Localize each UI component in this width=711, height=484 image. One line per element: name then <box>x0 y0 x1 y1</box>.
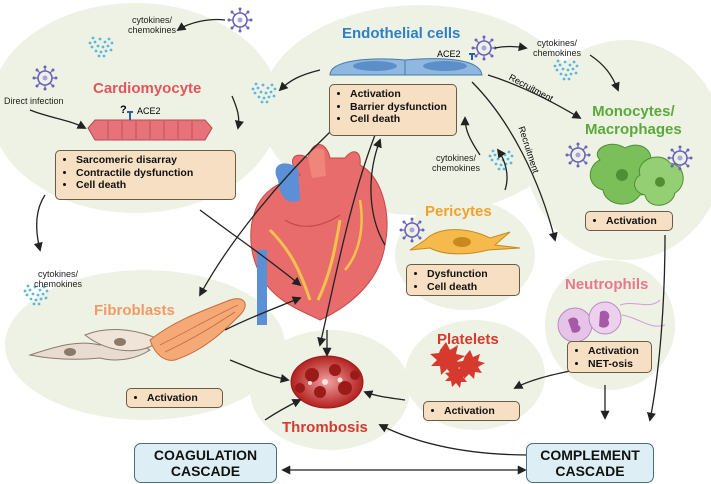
direct-infection-label: Direct infection <box>4 96 64 106</box>
pericytes-effect-list: DysfunctionCell death <box>407 265 519 296</box>
cardiomyocyte-effect-list: Sarcomeric disarrayContractile dysfuncti… <box>56 151 235 195</box>
heart-illustration <box>250 144 388 325</box>
endothelial-ace2-label: ACE2 <box>437 49 461 59</box>
endothelial-effect: Cell death <box>350 113 452 126</box>
virus-icon-monocytes <box>564 141 592 169</box>
complement-line1: COMPLEMENT <box>540 447 640 463</box>
cytokines-label-top-line2: chemokines <box>128 25 177 35</box>
virus-icon-macrophages <box>666 144 694 172</box>
fibroblasts-effect: Activation <box>147 392 218 405</box>
cytokines-label-pericytes-line1: cytokines/ <box>436 153 477 163</box>
monocytes-effects-box: Activation <box>585 211 673 231</box>
coagulation-line1: COAGULATION <box>153 447 258 463</box>
virus-icon-top <box>226 6 254 34</box>
fibroblasts-title: Fibroblasts <box>94 302 175 319</box>
platelets-effect-list: Activation <box>424 402 519 421</box>
cytokines-label-top: cytokines/ chemokines <box>128 15 176 35</box>
pericytes-effects-box: DysfunctionCell death <box>406 264 520 296</box>
cardiomyocyte-effect: Cell death <box>76 179 231 192</box>
pericytes-effect: Dysfunction <box>427 268 515 281</box>
monocytes-title: Monocytes/ Macrophages <box>585 103 682 139</box>
cardiomyocyte-title: Cardiomyocyte <box>93 80 202 97</box>
arrows <box>29 18 666 456</box>
cytokines-label-right-line2: chemokines <box>533 48 582 58</box>
platelets-effect: Activation <box>444 405 515 418</box>
cardiomyocyte-effect: Sarcomeric disarray <box>76 154 231 167</box>
monocytes-effect-list: Activation <box>586 212 672 231</box>
cardiomyocyte-question-mark: ? <box>120 104 127 116</box>
cytokines-label-top-line1: cytokines/ <box>132 15 173 25</box>
endothelial-effect-list: ActivationBarrier dysfunctionCell death <box>330 85 456 129</box>
complement-line2: CASCADE <box>555 463 625 479</box>
monocytes-title-line1: Monocytes/ <box>592 103 675 120</box>
monocytes-effect: Activation <box>606 215 668 228</box>
cytokines-label-right: cytokines/ chemokines <box>533 38 581 58</box>
cytokines-label-fibroblasts-line2: chemokines <box>34 279 83 289</box>
monocytes-illustration <box>589 143 684 206</box>
neutrophils-effect: Activation <box>588 345 647 358</box>
cardiomyocyte-effect: Contractile dysfunction <box>76 167 231 180</box>
neutrophils-effect: NET-osis <box>588 358 647 371</box>
neutrophils-effect-list: ActivationNET-osis <box>568 342 651 373</box>
coagulation-cascade-box: COAGULATION CASCADE <box>134 443 277 483</box>
endothelial-effects-box: ActivationBarrier dysfunctionCell death <box>329 84 457 136</box>
cytokines-label-pericytes-line2: chemokines <box>432 163 481 173</box>
endothelial-effect: Barrier dysfunction <box>350 101 452 114</box>
virus-icon-pericytes <box>398 216 426 244</box>
cytokines-label-fibroblasts: cytokines/ chemokines <box>34 269 82 289</box>
endothelial-title: Endothelial cells <box>342 25 461 42</box>
platelets-illustration <box>430 342 485 388</box>
pericytes-effect: Cell death <box>427 281 515 294</box>
cytokines-label-right-line1: cytokines/ <box>537 38 578 48</box>
complement-cascade-box: COMPLEMENT CASCADE <box>526 443 654 483</box>
virus-icon-direct <box>31 64 59 92</box>
cytokines-label-fibroblasts-line1: cytokines/ <box>38 269 79 279</box>
pericytes-title: Pericytes <box>425 203 492 220</box>
endothelial-effect: Activation <box>350 88 452 101</box>
fibroblasts-effect-list: Activation <box>127 389 222 408</box>
pericyte-illustration <box>409 229 521 255</box>
endothelial-cells-illustration <box>329 53 483 76</box>
platelets-effects-box: Activation <box>423 401 520 421</box>
monocytes-title-line2: Macrophages <box>585 121 682 138</box>
fibroblasts-illustration <box>28 298 246 361</box>
coagulation-line2: CASCADE <box>170 463 241 479</box>
thrombosis-label: Thrombosis <box>282 419 368 436</box>
cardiomyocyte-effects-box: Sarcomeric disarrayContractile dysfuncti… <box>55 150 236 200</box>
neutrophils-title: Neutrophils <box>565 276 649 293</box>
platelets-title: Platelets <box>437 331 499 348</box>
cytokines-label-pericytes: cytokines/ chemokines <box>432 153 480 173</box>
cardiomyocyte-illustration <box>87 111 213 141</box>
thrombus-illustration <box>290 355 364 409</box>
cardiomyocyte-ace2-label: ACE2 <box>137 106 161 116</box>
fibroblasts-effects-box: Activation <box>126 388 223 408</box>
neutrophils-illustration <box>557 299 666 343</box>
neutrophils-effects-box: ActivationNET-osis <box>567 341 652 373</box>
virus-icon-endothelial <box>470 34 498 62</box>
